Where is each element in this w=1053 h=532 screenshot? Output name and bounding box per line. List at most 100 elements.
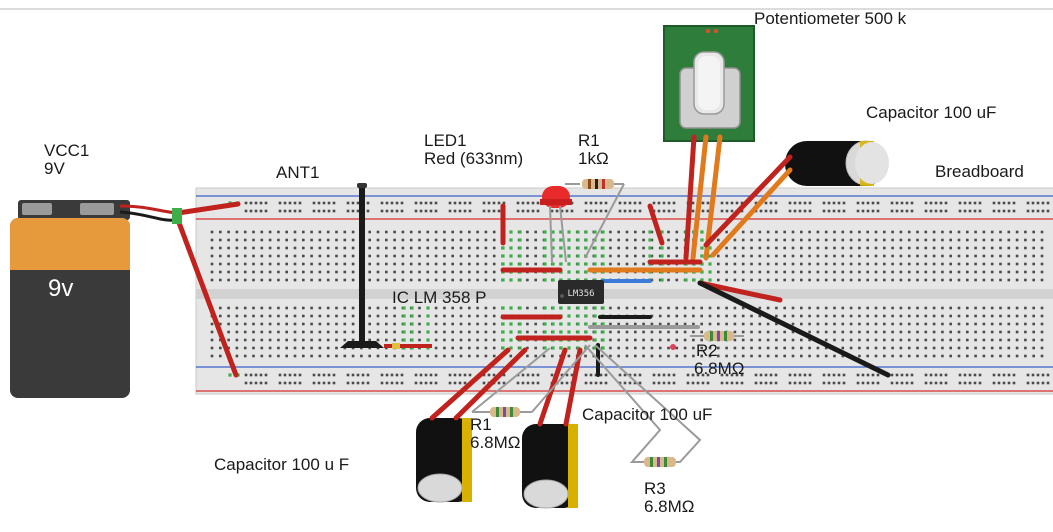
- breadboard-hole: [516, 381, 520, 385]
- breadboard-hole: [249, 209, 253, 213]
- breadboard-hole: [534, 238, 537, 242]
- breadboard-hole: [667, 354, 670, 358]
- breadboard-hole: [900, 373, 904, 377]
- breadboard-hole: [769, 381, 773, 385]
- breadboard-hole: [418, 254, 421, 258]
- breadboard-hole: [990, 330, 994, 334]
- breadboard-hole: [944, 201, 948, 205]
- breadboard-hole: [277, 314, 280, 318]
- breadboard-hole: [468, 238, 471, 242]
- connected-hole: [576, 230, 580, 234]
- connected-hole: [700, 262, 704, 266]
- breadboard-hole: [957, 306, 961, 310]
- breadboard-hole: [376, 338, 380, 342]
- breadboard-hole: [376, 354, 380, 358]
- breadboard-hole: [219, 346, 222, 350]
- breadboard-hole: [691, 373, 695, 377]
- breadboard-hole: [750, 246, 753, 250]
- breadboard-hole: [754, 373, 758, 377]
- breadboard-hole: [658, 314, 662, 318]
- breadboard-hole: [335, 306, 338, 310]
- connected-hole: [593, 230, 597, 234]
- breadboard-hole: [883, 322, 886, 326]
- breadboard-hole: [409, 238, 413, 242]
- breadboard-hole: [816, 354, 820, 358]
- breadboard-hole: [849, 314, 853, 318]
- breadboard-hole: [891, 314, 894, 318]
- breadboard-hole: [351, 246, 355, 250]
- breadboard-hole: [376, 230, 380, 234]
- breadboard-hole: [1024, 230, 1027, 234]
- r1-bottom-value-label: 6.8MΩ: [470, 433, 521, 452]
- vcc-name-label: VCC1: [44, 141, 90, 160]
- breadboard-hole: [327, 201, 331, 205]
- breadboard-hole: [1041, 381, 1045, 385]
- breadboard-hole: [448, 381, 452, 385]
- breadboard-hole: [775, 354, 778, 358]
- connected-hole: [543, 230, 547, 234]
- breadboard-hole: [963, 201, 967, 205]
- breadboard-hole: [219, 262, 222, 266]
- breadboard-hole: [260, 238, 264, 242]
- capacitor-top-label: Capacitor 100 uF: [866, 103, 997, 122]
- breadboard-hole: [443, 346, 446, 350]
- breadboard-hole: [750, 354, 753, 358]
- resistor-r1-bottom: [471, 344, 591, 417]
- connected-hole: [518, 322, 522, 326]
- breadboard-hole: [351, 201, 355, 205]
- connected-hole: [559, 346, 563, 350]
- breadboard-hole: [326, 338, 330, 342]
- breadboard-hole: [675, 314, 679, 318]
- connected-hole: [426, 330, 430, 334]
- breadboard-hole: [617, 330, 620, 334]
- breadboard-hole: [783, 306, 786, 310]
- breadboard-hole: [434, 201, 438, 205]
- breadboard-hole: [675, 230, 679, 234]
- breadboard-hole: [310, 238, 313, 242]
- connected-hole: [543, 262, 547, 266]
- breadboard-hole: [618, 209, 622, 213]
- breadboard-hole: [584, 354, 587, 358]
- breadboard-hole: [642, 322, 645, 326]
- breadboard-hole: [725, 230, 728, 234]
- breadboard-hole: [833, 254, 836, 258]
- connected-hole: [601, 330, 605, 334]
- breadboard-hole: [312, 201, 316, 205]
- breadboard-hole: [293, 254, 297, 258]
- breadboard-hole: [288, 209, 292, 213]
- breadboard-hole: [733, 330, 737, 334]
- breadboard-hole: [1015, 306, 1019, 310]
- breadboard-hole: [243, 346, 247, 350]
- wire-cap-left-1: [429, 347, 511, 421]
- breadboard-hole: [283, 201, 287, 205]
- connected-hole: [648, 254, 652, 258]
- breadboard-hole: [424, 209, 428, 213]
- breadboard-hole: [497, 201, 501, 205]
- connected-hole: [593, 346, 597, 350]
- breadboard-hole: [866, 314, 869, 318]
- breadboard-hole: [883, 354, 886, 358]
- breadboard-hole: [849, 346, 853, 350]
- breadboard-hole: [916, 270, 919, 274]
- breadboard-hole: [492, 270, 496, 274]
- breadboard-hole: [858, 314, 861, 318]
- breadboard-hole: [992, 373, 996, 377]
- breadboard-hole: [227, 278, 230, 282]
- breadboard-hole: [326, 246, 330, 250]
- breadboard-hole: [973, 381, 977, 385]
- breadboard-hole: [368, 270, 371, 274]
- breadboard-hole: [774, 381, 778, 385]
- breadboard-hole: [409, 254, 413, 258]
- breadboard-hole: [594, 201, 598, 205]
- breadboard-hole: [451, 306, 454, 310]
- breadboard-hole: [824, 346, 828, 350]
- breadboard-hole: [609, 262, 612, 266]
- connected-hole: [593, 330, 597, 334]
- breadboard-hole: [210, 346, 214, 350]
- breadboard-hole: [692, 306, 695, 310]
- connected-hole: [601, 246, 605, 250]
- breadboard-hole: [343, 262, 347, 266]
- breadboard-hole: [692, 354, 695, 358]
- breadboard-hole: [252, 338, 255, 342]
- breadboard-hole: [298, 381, 302, 385]
